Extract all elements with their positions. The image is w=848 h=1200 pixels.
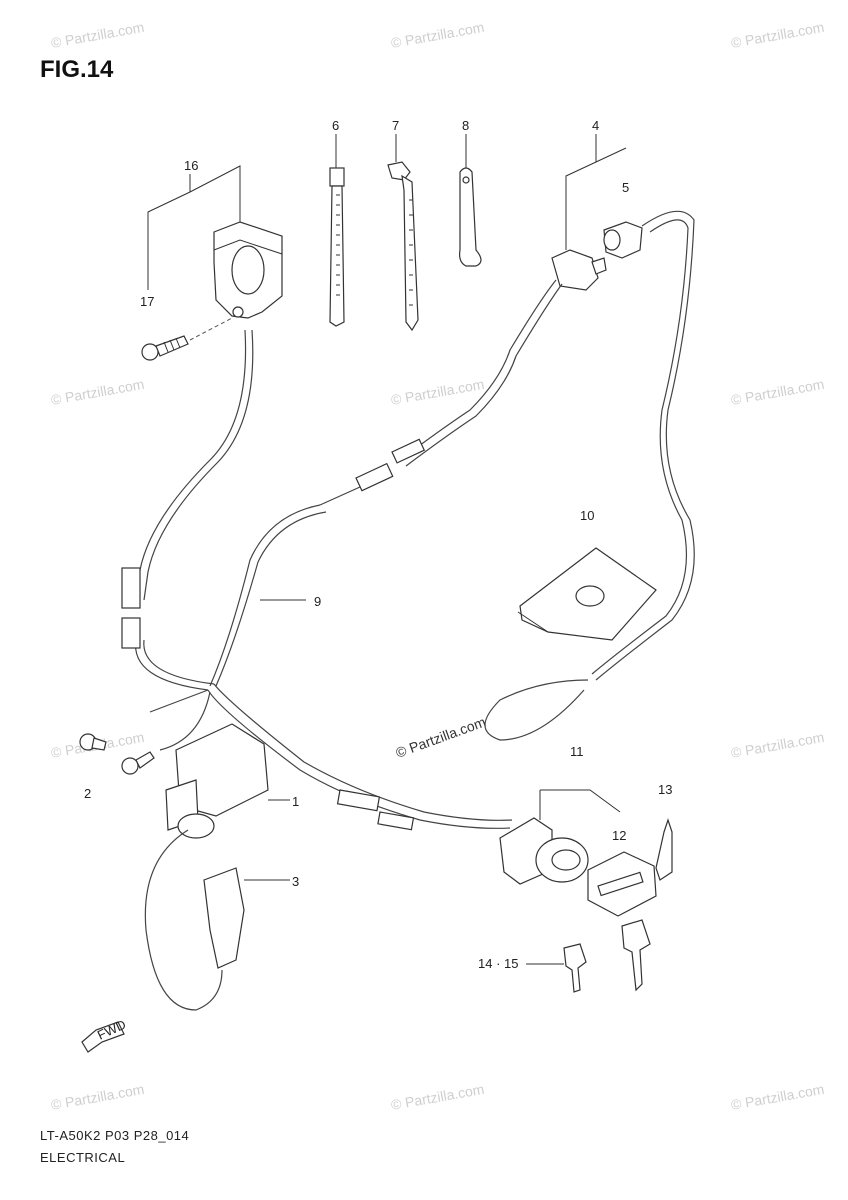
watermark: © Partzilla.com xyxy=(390,1081,486,1113)
footer-section: ELECTRICAL xyxy=(40,1150,126,1165)
part-1-ignition-coil[interactable] xyxy=(165,723,290,839)
part-3-plug-cap[interactable] xyxy=(144,829,290,1011)
footer-model: LT-A50K2 P03 P28_014 xyxy=(40,1128,190,1143)
callout-1: 1 xyxy=(292,794,299,809)
part-13-clip[interactable] xyxy=(655,818,673,881)
part-11-ignition-switch[interactable] xyxy=(499,789,621,885)
watermark: © Partzilla.com xyxy=(730,729,826,761)
part-7-clamp-tie[interactable] xyxy=(387,161,419,332)
callout-11: 11 xyxy=(570,744,584,759)
callout-14-15: 14 · 15 xyxy=(478,956,518,971)
callout-12: 12 xyxy=(612,828,626,843)
part-6-cable-tie[interactable] xyxy=(329,167,345,327)
part-5-switch-knob[interactable] xyxy=(603,221,643,259)
center-watermark: © Partzilla.com xyxy=(394,714,488,761)
part-9-wire-harness[interactable] xyxy=(121,210,695,831)
watermarks: © Partzilla.com © Partzilla.com © Partzi… xyxy=(50,19,826,1113)
part-8-clamp[interactable] xyxy=(459,167,482,267)
callout-17: 17 xyxy=(140,294,154,309)
watermark: © Partzilla.com xyxy=(50,19,146,51)
callout-7: 7 xyxy=(392,118,399,133)
part-4-switch[interactable] xyxy=(551,249,607,291)
watermark: © Partzilla.com xyxy=(50,1081,146,1113)
watermark: © Partzilla.com xyxy=(390,376,486,408)
fwd-arrow-icon: FWD xyxy=(81,1017,128,1053)
callout-6: 6 xyxy=(332,118,339,133)
watermark: © Partzilla.com xyxy=(50,376,146,408)
callout-5: 5 xyxy=(622,180,629,195)
part-2-terminal-bolt[interactable] xyxy=(79,733,155,775)
callout-3: 3 xyxy=(292,874,299,889)
callout-10: 10 xyxy=(580,508,594,523)
watermark: © Partzilla.com xyxy=(730,376,826,408)
part-16-bracket[interactable] xyxy=(213,221,283,319)
watermark: © Partzilla.com xyxy=(390,19,486,51)
callout-13: 13 xyxy=(658,782,672,797)
watermark: © Partzilla.com xyxy=(730,1081,826,1113)
leader-lines xyxy=(147,134,627,290)
watermark: © Partzilla.com xyxy=(730,19,826,51)
part-12-cover[interactable] xyxy=(587,851,657,917)
callouts: 1 2 3 4 5 6 7 8 9 10 11 12 13 14 · 15 16… xyxy=(84,118,672,971)
callout-16: 16 xyxy=(184,158,198,173)
part-17-bolt[interactable] xyxy=(141,317,233,361)
callout-2: 2 xyxy=(84,786,91,801)
figure-title: FIG.14 xyxy=(40,56,114,83)
part-14-15-keys[interactable] xyxy=(526,919,651,993)
part-10-pad[interactable] xyxy=(517,547,657,641)
callout-9: 9 xyxy=(314,594,321,609)
callout-4: 4 xyxy=(592,118,599,133)
callout-8: 8 xyxy=(462,118,469,133)
